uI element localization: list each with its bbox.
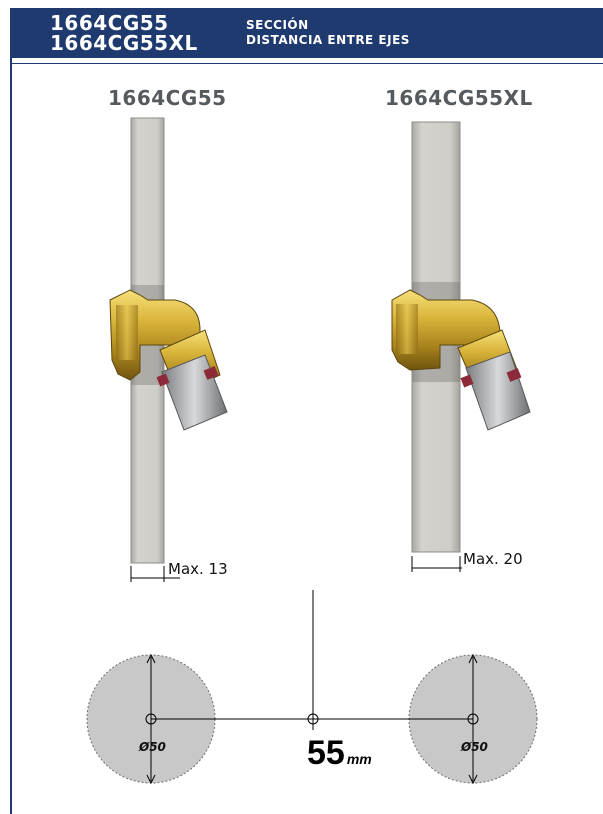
- top-border-rule: [10, 63, 603, 64]
- left-thickness-dimension: [130, 566, 180, 582]
- header-bar: 1664CG55 1664CG55XL SECCIÓN DISTANCIA EN…: [10, 8, 603, 58]
- right-product-title: 1664CG55XL: [385, 86, 533, 110]
- product-code-2: 1664CG55XL: [50, 31, 198, 55]
- right-thickness-dimension: [411, 556, 462, 572]
- left-fitting: [109, 289, 228, 431]
- right-fitting: [391, 289, 531, 431]
- center-distance-unit: mm: [346, 751, 372, 767]
- section-description: DISTANCIA ENTRE EJES: [246, 33, 410, 47]
- section-label: SECCIÓN: [246, 18, 309, 32]
- right-max-thickness-label: Max. 20: [463, 550, 523, 568]
- center-distance-value: 55: [307, 734, 345, 772]
- left-diameter-label: Ø50: [139, 740, 166, 754]
- left-max-thickness-label: Max. 13: [168, 560, 228, 578]
- center-distance-diagram: [86, 590, 538, 785]
- left-border-rule: [10, 58, 12, 814]
- right-diameter-label: Ø50: [461, 740, 488, 754]
- product-code-1: 1664CG55: [50, 11, 169, 35]
- left-product-title: 1664CG55: [108, 86, 227, 110]
